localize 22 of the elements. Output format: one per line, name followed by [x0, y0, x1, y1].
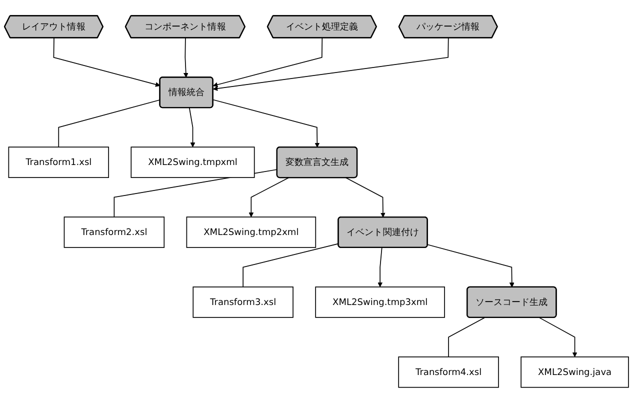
node-box: Transform3.xsl: [192, 286, 294, 318]
arrow: [212, 38, 323, 88]
arrow: [53, 38, 160, 87]
arrow: [378, 247, 383, 288]
node-box: Transform1.xsl: [8, 146, 109, 178]
arrow: [183, 38, 188, 78]
node-box: XML2Swing.tmpxml: [130, 146, 255, 178]
node-box: XML2Swing.java: [520, 356, 629, 388]
arrow: [427, 244, 514, 288]
arrow: [212, 38, 449, 91]
arrow: [188, 107, 196, 148]
arrow: [345, 177, 386, 218]
connector: [58, 99, 160, 148]
node-box: XML2Swing.tmp3xml: [315, 286, 445, 318]
connector: [242, 243, 339, 288]
arrow: [248, 177, 290, 218]
node-box: XML2Swing.tmp2xml: [186, 216, 316, 248]
arrow: [539, 317, 578, 358]
connector: [448, 317, 485, 358]
node-box: Transform2.xsl: [64, 216, 165, 248]
arrow: [212, 99, 320, 148]
node-box: Transform4.xsl: [398, 356, 499, 388]
